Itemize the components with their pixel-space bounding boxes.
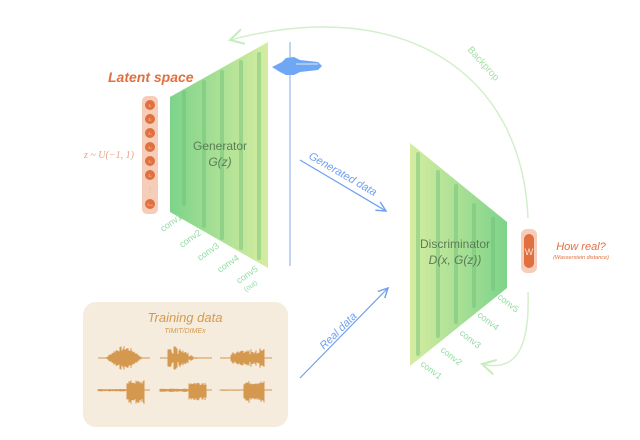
how-real-label: How real? bbox=[556, 241, 606, 253]
latent-node-label: z₅ bbox=[148, 160, 152, 164]
generator-formula: G(z) bbox=[208, 155, 231, 169]
latent-node-label: z₄ bbox=[148, 146, 152, 150]
latent-node-label: z₁₀₀ bbox=[147, 203, 153, 207]
output-symbol: W bbox=[525, 247, 534, 257]
training-dataset-name: TIMIT/DIMEx bbox=[164, 328, 206, 335]
training-waveform bbox=[220, 348, 272, 368]
discriminator-conv-label: conv1 bbox=[419, 359, 444, 382]
latent-distribution: z ~ U(−1, 1) bbox=[83, 150, 135, 161]
generator-conv-label: conv2 bbox=[177, 228, 202, 250]
latent-node-label: z₂ bbox=[148, 118, 152, 122]
latent-node bbox=[145, 114, 155, 124]
generator-conv-label: conv4 bbox=[215, 253, 240, 275]
discriminator-conv-label: conv5 bbox=[496, 292, 521, 315]
training-waveform bbox=[160, 346, 212, 370]
latent-node bbox=[145, 156, 155, 166]
generator-name: Generator bbox=[193, 139, 247, 153]
wasserstein-note: (Wasserstein distance) bbox=[553, 255, 609, 261]
generated-data-arrow bbox=[299, 159, 386, 211]
generator-conv-label: conv1 bbox=[158, 212, 183, 234]
latent-ellipsis: ⋮ bbox=[147, 187, 154, 194]
generated-waveform bbox=[272, 57, 322, 75]
latent-node-label: z₃ bbox=[148, 132, 152, 136]
training-waveform bbox=[97, 380, 150, 404]
latent-node bbox=[145, 100, 155, 110]
real-data-label: Real data bbox=[318, 310, 360, 352]
training-waveform bbox=[159, 382, 212, 401]
latent-node bbox=[145, 142, 155, 152]
training-waveform bbox=[219, 381, 272, 403]
output-value bbox=[524, 234, 534, 268]
real-data-arrow bbox=[299, 288, 388, 379]
generated-data-label: Generated data bbox=[307, 150, 379, 199]
backprop-label: Backprop bbox=[465, 45, 502, 84]
training-data-title: Training data bbox=[148, 310, 223, 325]
training-waveform bbox=[98, 346, 150, 370]
generator-conv-label: conv3 bbox=[195, 241, 220, 263]
generator-block bbox=[170, 42, 268, 268]
discriminator-conv-label: conv2 bbox=[439, 345, 464, 368]
discriminator-conv-label: conv3 bbox=[458, 328, 483, 351]
backprop-arc bbox=[230, 26, 529, 219]
discriminator-name: Discriminator bbox=[420, 237, 490, 251]
discriminator-formula: D(x, G(z)) bbox=[429, 253, 482, 267]
backprop-return-arc bbox=[482, 291, 529, 366]
latent-space-title: Latent space bbox=[108, 69, 194, 85]
discriminator-conv-label: conv4 bbox=[476, 310, 501, 333]
latent-node-label: z₁ bbox=[149, 104, 153, 108]
latent-node bbox=[145, 170, 155, 180]
latent-node bbox=[145, 199, 155, 209]
discriminator-block bbox=[410, 143, 507, 366]
latent-vector bbox=[142, 96, 158, 214]
latent-node bbox=[145, 128, 155, 138]
latent-node-label: z₆ bbox=[148, 174, 152, 178]
